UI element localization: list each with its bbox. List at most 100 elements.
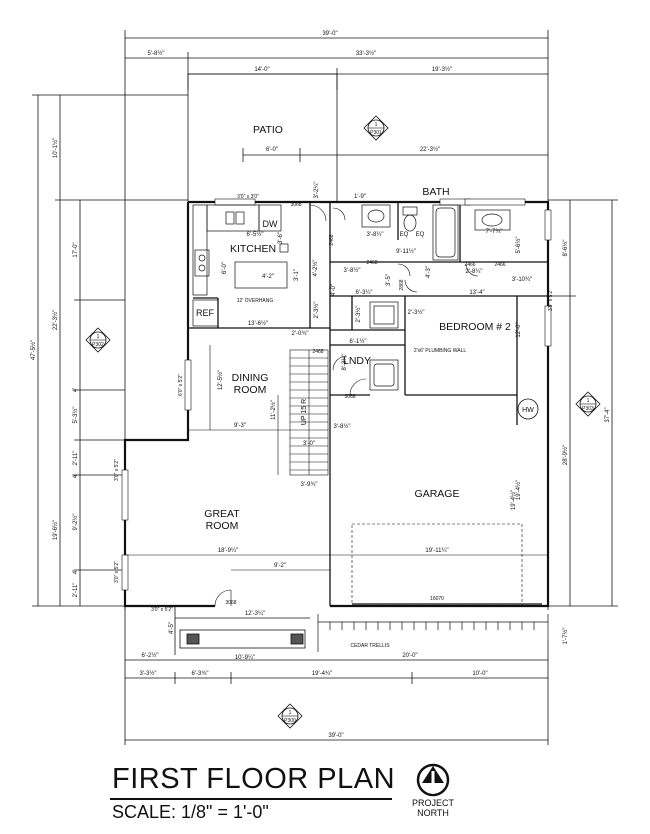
dim-b-2466b: 2466 [494, 262, 505, 268]
dim-b-2468b: 2468 [366, 260, 377, 266]
dim-l-6-1: 6'-1½" [350, 338, 367, 345]
marker-ref: P303 [582, 406, 594, 412]
dim-l-2468: 2468 [312, 349, 323, 355]
dim-patio-22-3: 22'-3½" [420, 146, 440, 153]
dim-b-7-7: 7'-7¾" [486, 229, 503, 235]
dim-right-8-6: 8'-6½" [562, 240, 569, 257]
section-marker-p301: 1 P301 [363, 115, 389, 141]
dim-top-left: 5'-8½" [148, 50, 165, 57]
laundry-fixtures [369, 301, 399, 391]
dim-top-total: 39'-0" [322, 31, 337, 37]
dim-h-3-5: 3'-5" [386, 274, 392, 286]
dim-ga-19-4: 19'-4½" [510, 490, 517, 510]
dim-k-6-5: 6'-5½" [247, 231, 264, 238]
dim-b-2-8: 2'-8¼" [466, 269, 483, 275]
hw-label: HW [522, 407, 534, 414]
dim-ga-19-11: 19'-11¼" [425, 548, 448, 554]
dim-gr-9-2: 9'-2" [274, 563, 286, 569]
title-underline [110, 798, 392, 800]
dim-h-2-3a: 2'-3½" [408, 309, 425, 316]
dim-left-4a: 4' [73, 388, 79, 392]
dim-right-28-9: 28'-9½" [562, 445, 569, 465]
dim-bot-19-4: 19'-4¾" [312, 671, 332, 677]
dim-b-eq1: EQ [400, 232, 409, 238]
dim-k-3-6: 3'-6" [278, 232, 284, 244]
dim-left-19-6: 19'-6½" [52, 520, 59, 540]
patio-label: PATIO [253, 124, 283, 136]
great-label-1: GREAT [204, 508, 240, 520]
dim-po-10-9: 10'-9¼" [235, 655, 255, 661]
right-dimensions [548, 199, 618, 607]
kitchen-label: KITCHEN [230, 243, 276, 255]
dim-bot-20-0: 20'-0" [402, 653, 417, 659]
dim-k-4-2b: 4'-2½" [312, 260, 319, 277]
ref-label: REF [196, 308, 215, 318]
door-swings [214, 204, 479, 607]
kitchen-fixtures [192, 204, 289, 327]
dim-top-right: 33'-3½" [356, 50, 376, 57]
dim-left-2-11a: 2'-11" [73, 451, 79, 466]
dim-h-6-3: 6'-3¼" [356, 290, 373, 296]
plan-scale: SCALE: 1/8" = 1'-0" [112, 802, 269, 822]
dim-po-4-5: 4'-5" [169, 622, 175, 634]
stairs [289, 349, 329, 476]
section-marker-p302: 1 P302 [85, 327, 111, 353]
dim-left-total: 47'-5½" [30, 340, 37, 360]
dim-k-overhang: 12' OVERHANG [237, 298, 274, 304]
patio-outline [187, 73, 548, 203]
dim-bot-total: 39'-0" [328, 733, 343, 739]
dim-left-4b: 4' [73, 474, 79, 478]
dim-gr-win2: 3'0" x 5'2" [114, 561, 120, 583]
dw-label: DW [263, 219, 278, 229]
dim-dr-9-3: 9'-3" [234, 423, 246, 429]
bedroom-label: BEDROOM # 2 [439, 321, 511, 333]
dim-patio-left: 14'-0" [254, 67, 269, 73]
north-label-line1: PROJECT [411, 798, 454, 808]
dim-po-12-3: 12'-3¼" [245, 611, 265, 617]
dim-b-3-10: 3'-10¾" [512, 277, 532, 283]
marker-ref: P301 [370, 130, 382, 136]
dim-h-2-0: 2'-0¾" [292, 331, 309, 337]
dim-l-plumb: 2'x6' PLUMBING WALL [414, 348, 467, 354]
dim-b-3-9: 3'9" x 5'2" [548, 289, 554, 311]
stair-up-label: UP 15 R [301, 399, 308, 425]
dining-dim-lines [188, 345, 290, 475]
dim-bot-1-7: 1'-7½" [562, 628, 569, 645]
dim-bot-3-3: 3'-3½" [140, 670, 157, 677]
dim-dr-win: 6'0" x 5'2" [178, 374, 184, 396]
dim-bot-6-2: 6'-2½" [142, 652, 159, 659]
dim-k-4-2: 4'-2" [262, 274, 274, 280]
lndy-label: LNDY [343, 355, 371, 367]
dim-dr-12-5: 12'-5½" [217, 370, 224, 390]
dim-d-3068a: 3068 [290, 202, 301, 208]
dim-gr-win1: 3'0" x 5'2" [114, 459, 120, 481]
dim-h-2-3b: 2'-3½" [355, 306, 362, 323]
dim-left-17: 17'-0" [73, 242, 79, 257]
dim-patio-right: 19'-3½" [432, 66, 452, 73]
dim-left-9-2: 9'-2½" [72, 514, 79, 531]
dim-left-5-3: 5'-3½" [72, 407, 79, 424]
dim-l-8-3: 8'-3¼" [342, 354, 348, 371]
marker-ref: P300 [284, 718, 296, 724]
dim-left-4c: 4' [73, 570, 79, 574]
plan-title: FIRST FLOOR PLAN [112, 763, 396, 795]
dim-ga-16070: 16070 [430, 596, 444, 602]
marker-num: 1 [375, 122, 378, 128]
dim-patio-6-0: 6'-0" [266, 147, 278, 153]
garage-label: GARAGE [415, 488, 460, 500]
dim-k-3-1: 3'-1" [294, 269, 300, 281]
dim-bot-6-3: 6'-3¾" [192, 671, 209, 677]
bottom-dimensions [124, 606, 549, 745]
marker-ref: P302 [92, 342, 104, 348]
garage-door [351, 523, 523, 607]
bath-label: BATH [422, 186, 449, 198]
dim-b-eq2: EQ [416, 232, 425, 238]
dim-dr-3-8: 3'-8½" [334, 423, 351, 430]
dim-b-4-3: 4'-3" [426, 266, 432, 278]
dim-dr-11-2: 11'-2½" [270, 400, 277, 420]
dim-d-1-9: 1'-9" [354, 194, 366, 200]
dining-label-2: ROOM [234, 384, 267, 396]
dim-right-37-4: 37'-4" [605, 407, 611, 422]
dim-h-2-3c: 2'-3½" [313, 302, 320, 319]
dim-left-top: 10'-1½" [52, 138, 59, 158]
